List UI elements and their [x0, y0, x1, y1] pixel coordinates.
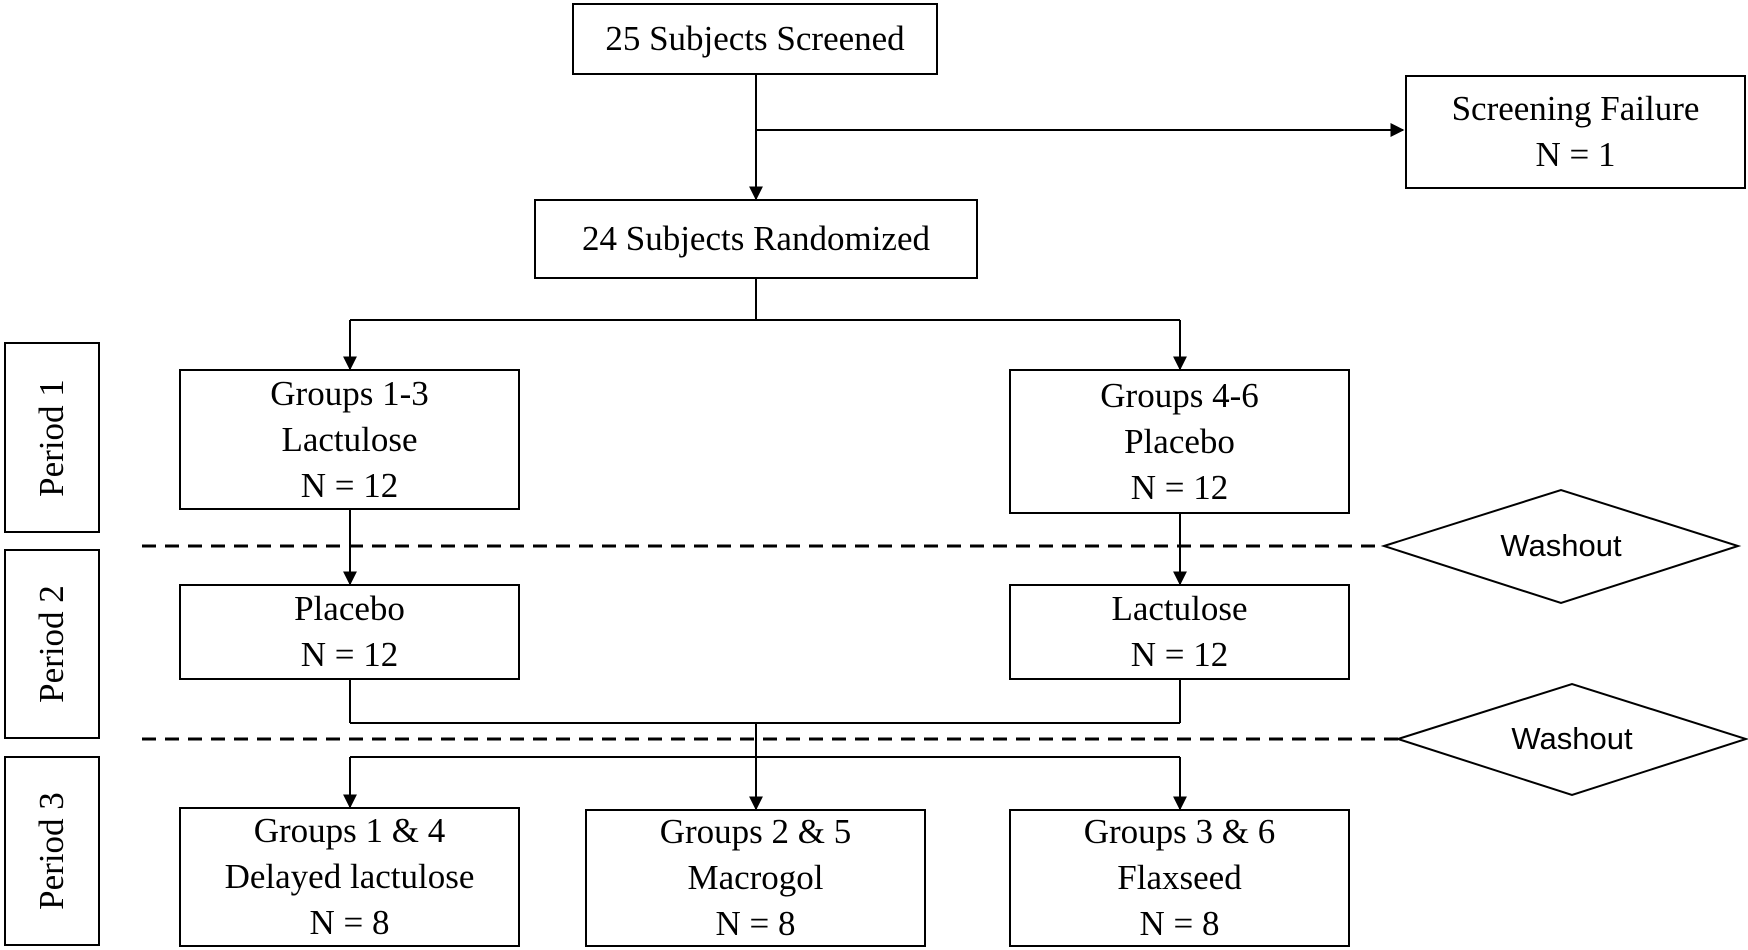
period3-middle-count: N = 8: [715, 904, 796, 943]
period2-right-box: Lactulose N = 12: [1009, 584, 1350, 680]
screening-failure-box: Screening Failure N = 1: [1405, 75, 1746, 189]
period1-right-groups: Groups 4-6: [1100, 375, 1259, 415]
period3-right-box: Groups 3 & 6 Flaxseed N = 8: [1009, 809, 1350, 947]
period-2-label: Period 2: [32, 585, 71, 703]
period1-left-count: N = 12: [300, 465, 399, 505]
period3-middle-treatment: Macrogol: [687, 858, 824, 897]
washout-diamond-2: [1394, 682, 1748, 797]
period3-middle-groups: Groups 2 & 5: [659, 812, 852, 851]
period3-left-count: N = 8: [309, 903, 390, 942]
period2-left-count: N = 12: [300, 635, 399, 674]
period1-left-box: Groups 1-3 Lactulose N = 12: [179, 369, 520, 510]
screening-failure-label: Screening Failure: [1451, 89, 1700, 128]
period1-left-groups: Groups 1-3: [270, 373, 429, 413]
period-2-label-box: Period 2: [4, 549, 100, 739]
period1-right-treatment: Placebo: [1124, 421, 1235, 461]
period3-left-treatment: Delayed lactulose: [224, 857, 475, 896]
period3-right-groups: Groups 3 & 6: [1083, 812, 1276, 851]
period3-left-box: Groups 1 & 4 Delayed lactulose N = 8: [179, 807, 520, 947]
screened-label: 25 Subjects Screened: [605, 19, 905, 58]
washout-diamond-1: [1380, 488, 1742, 605]
period2-right-count: N = 12: [1130, 635, 1229, 674]
period1-right-count: N = 12: [1130, 467, 1229, 507]
period3-left-groups: Groups 1 & 4: [253, 811, 446, 850]
period-3-label-box: Period 3: [4, 756, 100, 946]
screening-failure-count: N = 1: [1535, 135, 1616, 174]
period2-left-treatment: Placebo: [294, 589, 405, 628]
period3-right-treatment: Flaxseed: [1117, 858, 1242, 897]
washout-label-1: Washout: [1500, 528, 1622, 563]
period2-left-box: Placebo N = 12: [179, 584, 520, 680]
period3-right-count: N = 8: [1139, 904, 1220, 943]
period-1-label: Period 1: [32, 378, 71, 497]
randomized-box: 24 Subjects Randomized: [534, 199, 978, 279]
period1-left-treatment: Lactulose: [281, 419, 418, 459]
screened-box: 25 Subjects Screened: [572, 3, 938, 75]
washout-label-2: Washout: [1511, 721, 1633, 756]
randomized-label: 24 Subjects Randomized: [581, 219, 930, 258]
period1-right-box: Groups 4-6 Placebo N = 12: [1009, 369, 1350, 514]
period2-right-treatment: Lactulose: [1111, 589, 1248, 628]
period-1-label-box: Period 1: [4, 342, 100, 533]
period-3-label: Period 3: [32, 792, 71, 910]
period3-middle-box: Groups 2 & 5 Macrogol N = 8: [585, 809, 926, 947]
